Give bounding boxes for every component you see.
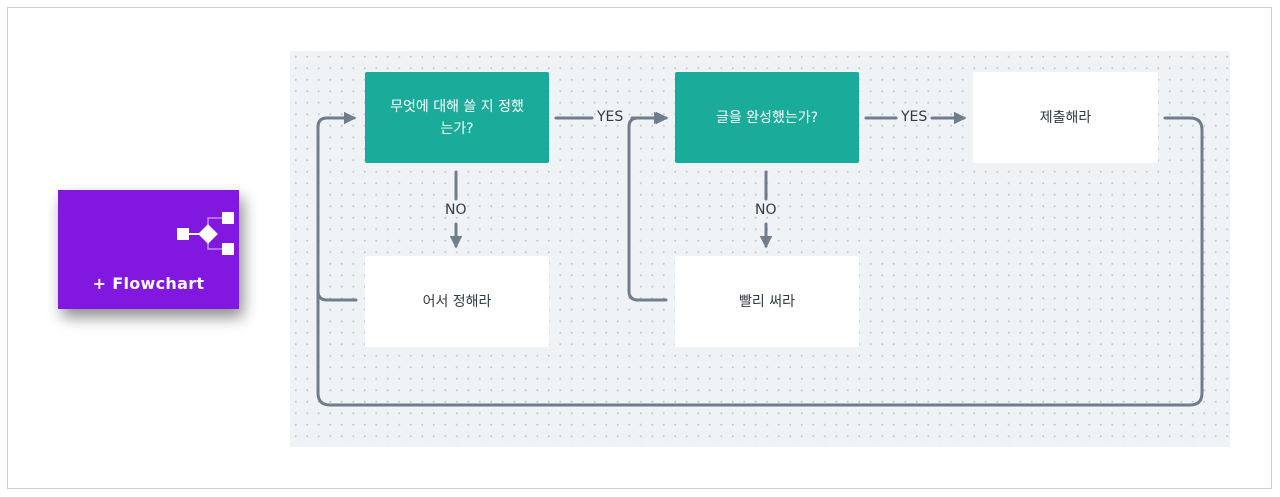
connector-layer [316,111,1204,407]
action-node-decide-label: 어서 정해라 [422,293,492,310]
action-node-write[interactable]: 빨리 써라 [675,256,859,347]
edge-label-q2-no: NO [755,202,777,218]
diagram-canvas: 무엇에 대해 쓸 지 정했는가? 어서 정해라 글을 완성했는가? 빨리 써라 … [290,51,1230,447]
action-node-write-label: 빨리 써라 [739,293,795,310]
decision-node-finished-label: 글을 완성했는가? [715,109,819,126]
edge-end-loop [316,116,1204,407]
edge-label-q1-no: NO [445,202,467,218]
edge-a1-loop [316,111,358,302]
edge-a2-loop [627,111,668,302]
flowchart-tile-label: + Flowchart [92,274,205,293]
edge-label-q2-yes: YES [901,109,928,125]
action-node-decide[interactable]: 어서 정해라 [365,256,549,347]
flowchart-template-tile[interactable]: + Flowchart [58,190,239,309]
decision-node-finished[interactable]: 글을 완성했는가? [675,72,859,163]
action-node-submit-label: 제출해라 [1039,109,1092,126]
decision-node-topic-label: 무엇에 대해 쓸 지 정했는가? [390,98,524,137]
decision-node-topic[interactable]: 무엇에 대해 쓸 지 정했는가? [365,72,549,163]
action-node-submit[interactable]: 제출해라 [973,72,1158,163]
flowchart-icon [177,212,234,255]
edge-label-q1-yes: YES [597,109,624,125]
